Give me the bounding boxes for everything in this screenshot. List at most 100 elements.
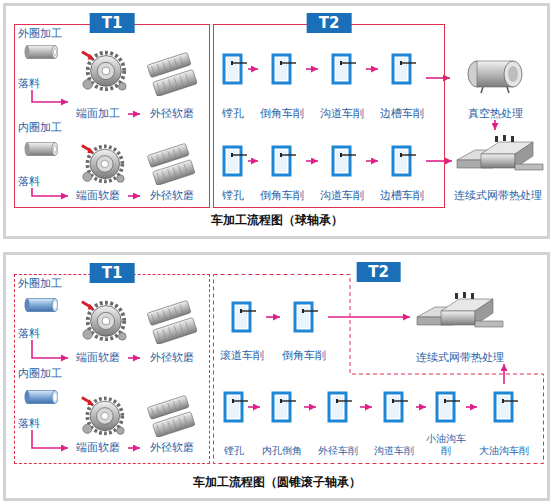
flowchart-panel: 车加工流程图（圆锥滚子轴承）T1外圈加工落料端面软磨外径软磨内圈加工落料端面软磨… [3, 252, 550, 501]
process-step: 内孔倒角 [260, 384, 304, 456]
flow-arrow [366, 160, 378, 162]
process-step: 连续式网带热处理 [452, 130, 544, 202]
drawing-part [147, 143, 195, 185]
process-step: 真空热处理 [450, 50, 540, 120]
drawing-part [495, 393, 518, 421]
tube-stock: 内圈加工落料 [18, 368, 74, 430]
step-label: 落料 [18, 78, 40, 90]
step-label: 外圈加工 [18, 278, 62, 290]
flow-arrow [128, 113, 140, 115]
process-step: 沟道车削 [318, 130, 366, 202]
step-label: 连续式网带热处理 [454, 190, 542, 202]
process-step: 端面软磨 [68, 390, 128, 454]
process-step: 边槽车削 [378, 44, 426, 120]
step-label: 端面加工 [76, 108, 120, 120]
drawing-part [233, 303, 256, 331]
process-step: 滚道车削 [218, 290, 266, 362]
step-label: 边槽车削 [380, 190, 424, 202]
flow-arrow [416, 406, 426, 408]
process-step: 沟道车削 [372, 384, 416, 456]
flow-arrow [304, 406, 316, 408]
step-label: 镗孔 [222, 108, 244, 120]
process-step: 小油沟车削 [426, 384, 466, 456]
process-step: 外径软磨 [140, 292, 204, 364]
process-step: 外径软磨 [140, 390, 204, 454]
step-label: 外径软磨 [150, 108, 194, 120]
drawing-part [333, 147, 356, 175]
step-label: 小油沟车削 [426, 433, 466, 456]
flow-arrow [248, 68, 258, 70]
drawing-part [437, 393, 460, 421]
flow-arrow [494, 120, 496, 130]
drawing-part [224, 147, 247, 175]
step-label: 落料 [18, 176, 40, 188]
stage-tab: T1 [90, 13, 135, 33]
stage-region: T2滚道车削倒角车削镗孔内孔倒角外径车削沟道车削小油沟车削大油沟车削 [213, 274, 544, 464]
step-label: 倒角车削 [282, 350, 326, 362]
process-step: 外径车削 [316, 384, 360, 456]
flow-arrow [306, 68, 318, 70]
flow-arrow [32, 430, 68, 448]
step-label: 沟道车削 [320, 190, 364, 202]
drawing-part [25, 46, 59, 59]
drawing-part [147, 52, 197, 96]
flow-arrow [266, 316, 280, 318]
flow-arrow [32, 90, 68, 102]
step-label: 外径软磨 [150, 190, 194, 202]
drawing-part [393, 55, 416, 83]
step-label: 真空热处理 [468, 108, 523, 120]
stage-tab: T2 [356, 262, 401, 282]
drawing-part [329, 393, 352, 421]
stage-region: T2镗孔倒角车削沟道车削边槽车削镗孔倒角车削沟道车削边槽车削 [213, 24, 445, 208]
step-label: 端面软磨 [76, 352, 120, 364]
drawing-part [333, 55, 356, 83]
step-label: 落料 [18, 328, 40, 340]
step-label: 镗孔 [224, 445, 244, 457]
flow-arrow [32, 188, 68, 196]
tube-stock: 外圈加工落料 [18, 278, 74, 340]
step-label: 内圈加工 [18, 368, 62, 380]
flowchart-caption: 车加工流程图（球轴承） [6, 212, 547, 229]
flow-arrow [426, 160, 452, 162]
flow-arrow [128, 447, 140, 449]
flow-arrow [306, 160, 318, 162]
step-label: 端面软磨 [76, 190, 120, 202]
flow-arrow [328, 316, 410, 318]
stage-region: T1外圈加工落料端面加工外径软磨内圈加工落料端面软磨外径软磨 [14, 24, 210, 208]
step-label: 滚道车削 [220, 350, 264, 362]
drawing-part [147, 395, 195, 437]
process-step: 沟道车削 [318, 44, 366, 120]
drawing-part [82, 146, 124, 183]
step-label: 沟道车削 [320, 108, 364, 120]
process-step: 端面加工 [68, 40, 128, 120]
drawing-part [147, 300, 197, 344]
step-label: 外径软磨 [150, 352, 194, 364]
stage-region: T1外圈加工落料端面软磨外径软磨内圈加工落料端面软磨外径软磨 [14, 274, 210, 464]
process-step: 倒角车削 [258, 130, 306, 202]
step-label: 连续式网带热处理 [416, 352, 504, 364]
step-label: 大油沟车削 [479, 445, 529, 457]
drawing-part [25, 143, 59, 156]
step-label: 内孔倒角 [262, 445, 302, 457]
drawing-part [393, 147, 416, 175]
process-step: 端面软磨 [68, 138, 128, 202]
drawing-part [417, 292, 503, 327]
drawing-part [25, 391, 59, 404]
stage-tab: T1 [90, 263, 135, 283]
step-label: 倒角车削 [260, 108, 304, 120]
drawing-part [385, 393, 408, 421]
tube-stock: 内圈加工落料 [18, 122, 74, 188]
drawing-part [273, 393, 296, 421]
drawing-part [25, 299, 59, 312]
process-step: 连续式网带热处理 [410, 284, 510, 364]
drawing-part [82, 52, 126, 90]
process-step: 镗孔 [220, 384, 248, 456]
step-label: 边槽车削 [380, 108, 424, 120]
region-outline [213, 274, 544, 464]
drawing-part [295, 303, 318, 331]
step-label: 落料 [18, 418, 40, 430]
step-label: 端面软磨 [76, 442, 120, 454]
flow-arrow [128, 357, 140, 359]
process-step: 倒角车削 [280, 290, 328, 362]
drawing-part [82, 398, 124, 435]
